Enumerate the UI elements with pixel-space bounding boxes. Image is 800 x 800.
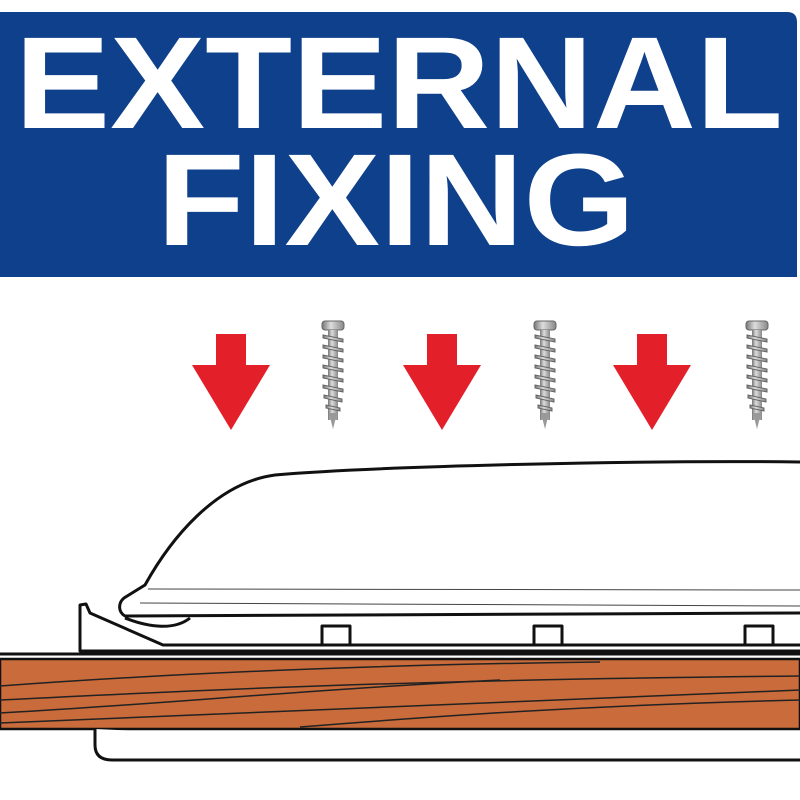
screw-icon — [321, 320, 345, 430]
roof-panel-wood — [0, 652, 800, 762]
title-banner — [0, 12, 797, 277]
title-line-1: EXTERNAL — [15, 9, 783, 156]
down-arrow-icon — [613, 334, 691, 430]
screw-icon — [745, 320, 769, 430]
title-line-2: FIXING — [157, 126, 635, 273]
down-arrow-icon — [403, 334, 481, 430]
down-arrow-icon — [192, 334, 270, 430]
roof-vent-dome — [78, 460, 800, 653]
screw-icon — [533, 320, 557, 430]
